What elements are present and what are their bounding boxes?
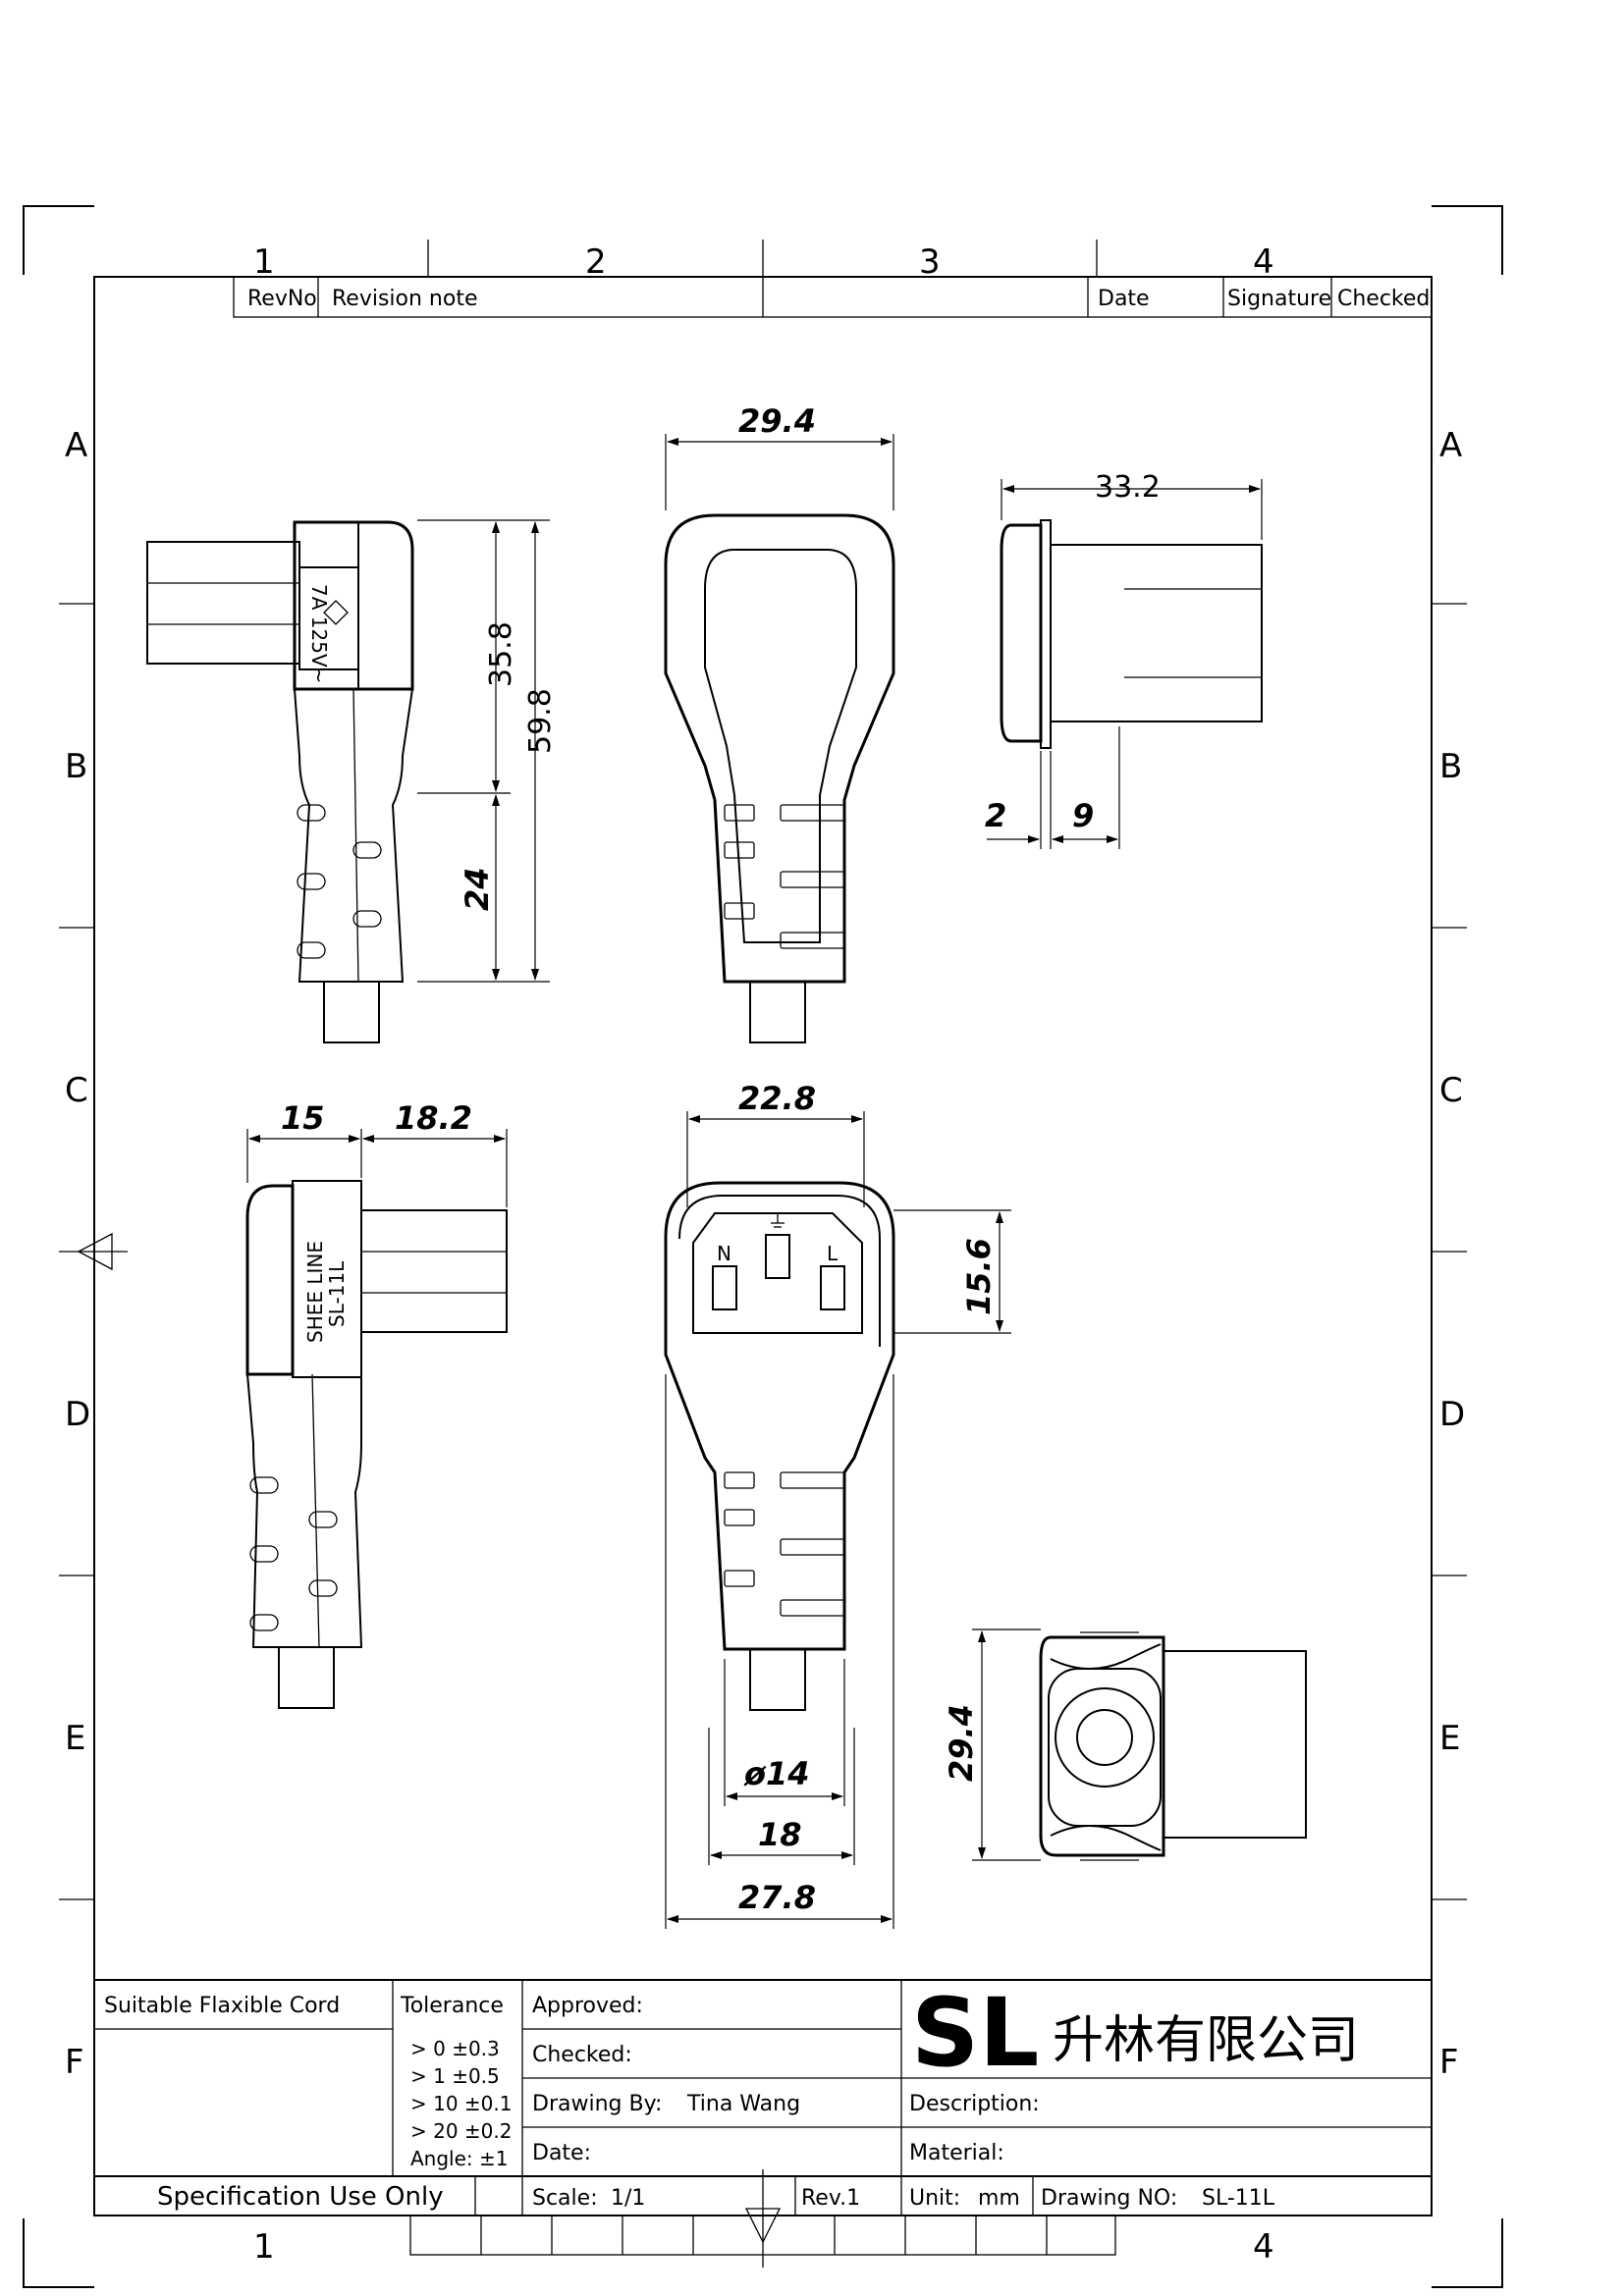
certification-mark-icon [323, 600, 349, 625]
unit-label: Unit: [909, 2186, 960, 2211]
tolerance-3: > 20 ±0.2 [410, 2119, 513, 2143]
front-view: N L [664, 1181, 895, 1711]
end-view [1039, 1631, 1307, 1861]
tolerance-header: Tolerance [400, 1994, 504, 2018]
dims-view-4 [246, 1129, 508, 1207]
dim-15: 15 [281, 1099, 325, 1137]
model-label: SL-11L [325, 1260, 349, 1327]
grid-col-1-bottom: 1 [253, 2227, 275, 2267]
grid-row-b-right: B [1439, 747, 1462, 786]
grid-col-4-top: 4 [1253, 242, 1274, 282]
tolerance-1: > 1 ±0.5 [410, 2064, 500, 2088]
grid-row-c-left: C [65, 1071, 88, 1110]
dim-24: 24 [459, 867, 496, 911]
spec-note: Specification Use Only [157, 2182, 444, 2212]
company-logo: SL [911, 1978, 1039, 2088]
drawn-by-value: Tina Wang [686, 2092, 800, 2116]
brand-label: SHEE LINE [303, 1241, 327, 1343]
scale-value: 1/1 [611, 2186, 645, 2211]
dims-view-5 [665, 1111, 1011, 1929]
dim-22-8: 22.8 [738, 1080, 816, 1117]
grid-row-f-right: F [1439, 2043, 1459, 2082]
dim-2: 2 [985, 797, 1006, 834]
grid-col-3-top: 3 [919, 242, 941, 282]
grid-row-e-right: E [1439, 1719, 1460, 1758]
dim-9: 9 [1072, 797, 1094, 834]
grid-ticks [59, 240, 1467, 1900]
rev-date-header: Date [1098, 287, 1150, 311]
rev-signature-header: Signature [1227, 287, 1331, 311]
pin-n-label: N [717, 1242, 731, 1265]
cord-header: Suitable Flaxible Cord [104, 1994, 340, 2018]
side-view-right [1000, 519, 1263, 749]
grid-row-b-left: B [65, 747, 87, 786]
grid-row-e-left: E [65, 1719, 85, 1758]
rating-label: 7A 125V~ [307, 584, 331, 683]
dim-59-8: 59.8 [523, 688, 558, 754]
unit-value: mm [978, 2186, 1020, 2211]
crop-marks [23, 205, 1503, 2288]
revision-table: RevNo Revision note Date Signature Check… [233, 276, 1433, 318]
grid-col-2-top: 2 [585, 242, 607, 282]
pin-earth-slot [765, 1234, 790, 1279]
side-view-lower: SHEE LINE SL-11L [245, 1180, 508, 1709]
tolerance-2: > 10 ±0.1 [410, 2092, 513, 2115]
rev-revno-header: RevNo [247, 287, 317, 311]
dims-view-3 [987, 479, 1263, 849]
drawn-by-label: Drawing By: [532, 2092, 662, 2116]
dim-35-8: 35.8 [484, 621, 518, 687]
dim-29-4-top: 29.4 [738, 402, 816, 440]
pin-l-label: L [827, 1242, 839, 1265]
dims-view-1 [417, 519, 550, 983]
dim-14: ø14 [743, 1755, 810, 1792]
pin-l-slot [820, 1265, 845, 1310]
pin-n-slot [712, 1265, 737, 1310]
company-name: 升林有限公司 [1053, 2011, 1359, 2070]
scale-label: Scale: [532, 2186, 598, 2211]
tolerance-0: > 0 ±0.3 [410, 2037, 500, 2060]
dims-view-2 [665, 434, 894, 510]
title-block: Suitable Flaxible Cord Tolerance > 0 ±0.… [94, 1978, 1432, 2216]
dim-33-2: 33.2 [1095, 470, 1161, 505]
rev-value: Rev.1 [801, 2186, 860, 2211]
drawing-no-value: SL-11L [1202, 2186, 1275, 2211]
grid-row-f-left: F [65, 2043, 84, 2082]
dim-27-8: 27.8 [738, 1879, 816, 1916]
grid-row-d-left: D [65, 1395, 90, 1434]
material-label: Material: [909, 2141, 1004, 2165]
dim-29-4-side: 29.4 [943, 1704, 980, 1782]
dim-18: 18 [758, 1816, 802, 1853]
grid-row-a-left: A [65, 426, 87, 465]
grid-row-c-right: C [1439, 1071, 1463, 1110]
tolerance-angle: Angle: ±1 [410, 2147, 509, 2170]
grid-row-d-right: D [1439, 1395, 1465, 1434]
date-label: Date: [532, 2141, 591, 2165]
grid-col-4-bottom: 4 [1253, 2227, 1274, 2267]
approved-label: Approved: [532, 1994, 643, 2018]
grid-col-1-top: 1 [253, 242, 275, 282]
side-view-left: 7A 125V~ [146, 520, 414, 1043]
back-view [664, 513, 895, 1043]
description-label: Description: [909, 2092, 1040, 2116]
dim-15-6: 15.6 [960, 1238, 998, 1315]
bottom-ruler [409, 2169, 1116, 2268]
rev-checked-header: Checked [1337, 287, 1430, 311]
dims-view-6 [972, 1629, 1041, 1861]
grid-row-a-right: A [1439, 426, 1462, 465]
drawing-no-label: Drawing NO: [1041, 2186, 1177, 2211]
dim-18-2: 18.2 [395, 1099, 472, 1137]
rev-note-header: Revision note [332, 287, 478, 311]
checked-label: Checked: [532, 2043, 632, 2067]
